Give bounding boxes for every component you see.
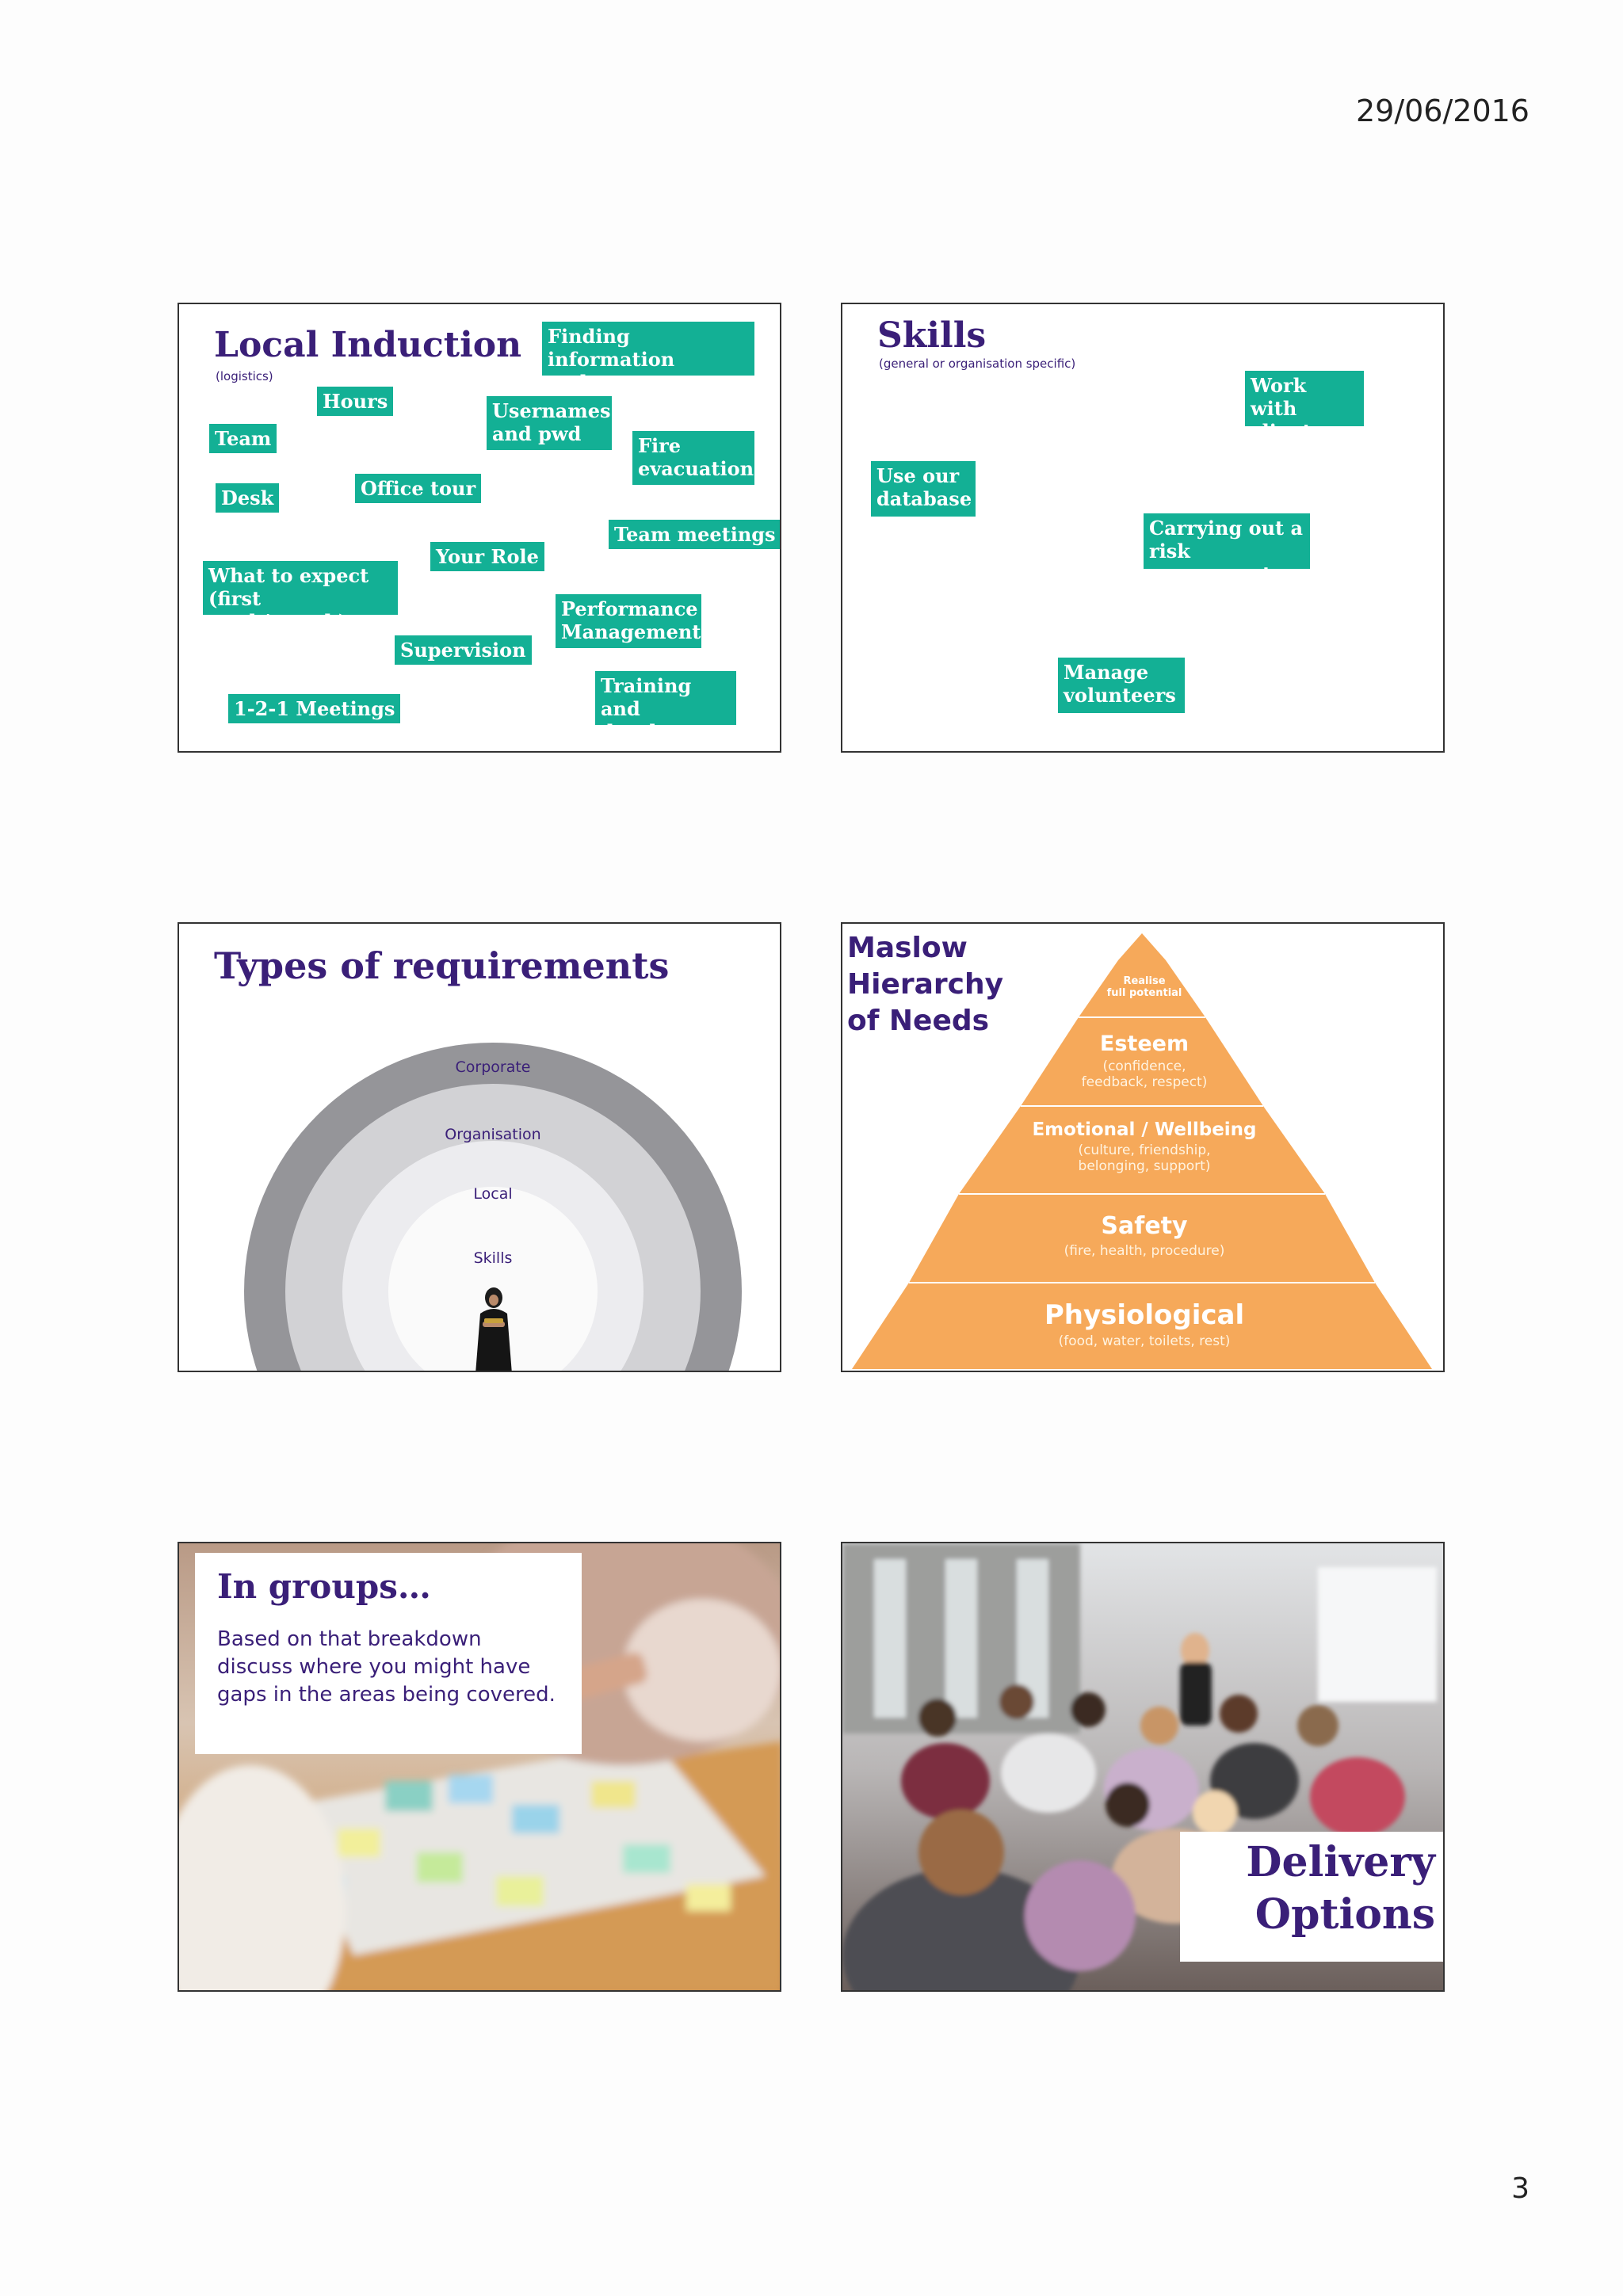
slide-local-induction: Local Induction (logistics) Finding info… [178,303,781,753]
pyramid-level-esteem [1021,1017,1263,1106]
label-organisation: Organisation [445,1126,541,1143]
pyramid-level-realise [1079,960,1205,1017]
tag-supervision: Supervision [395,635,532,665]
slide-delivery-options: Delivery Options [841,1542,1445,1992]
slide-types-of-requirements: Types of requirements Corporate Organisa… [178,922,781,1372]
slide-maslow: Maslow Hierarchy of Needs Realise full p… [841,922,1445,1372]
tag-team-meetings: Team meetings [609,520,780,549]
page-number: 3 [1511,2172,1529,2205]
slide-in-groups: In groups… Based on that breakdown discu… [178,1542,781,1992]
level-detail-emotional: (culture, friendship, belonging, support… [1078,1142,1211,1174]
slide-subtitle: (logistics) [216,369,273,383]
slide-body: Based on that breakdown discuss where yo… [217,1627,556,1707]
tag-your-role: Your Role [430,542,544,571]
tag-fire-evacuation: Fire evacuation [632,431,754,485]
level-label-safety: Safety [1101,1212,1188,1240]
slide-title: Skills [877,315,987,356]
label-local: Local [473,1185,513,1203]
pyramid-apex-tip [1118,933,1166,960]
level-detail-physiological: (food, water, toilets, rest) [1058,1333,1231,1349]
person-figure [475,1287,512,1371]
tag-office-tour: Office tour [355,474,482,503]
level-label-physiological: Physiological [1044,1299,1245,1331]
pyramid-level-safety [909,1194,1375,1283]
tag-hours: Hours [317,387,394,416]
tag-risk-assessment: Carrying out a risk assessment [1144,513,1310,585]
tag-use-database: Use our database [871,461,976,517]
tag-usernames: Usernames and pwd [487,396,612,450]
level-label-esteem: Esteem [1099,1032,1190,1056]
level-label-realise: Realise full potential [1106,975,1182,999]
text-panel [195,1553,582,1754]
title-panel [1180,1832,1443,1962]
tag-manage-volunteers: Manage volunteers [1058,658,1185,713]
tag-what-to-expect: What to expect (first week/month) [203,561,398,633]
tag-work-with-clients: Work with clients [1245,371,1364,443]
label-skills: Skills [473,1249,513,1267]
slide-title: In groups… [217,1567,431,1606]
tag-performance-management: Performance Management [556,594,701,648]
pyramid-level-emotional [959,1106,1325,1194]
tag-desk: Desk [216,483,280,513]
slide-skills: Skills (general or organisation specific… [841,303,1445,753]
slide-title: Local Induction [214,325,522,365]
tag-1-2-1-meetings: 1-2-1 Meetings [228,694,401,723]
label-corporate: Corporate [455,1058,531,1076]
tag-training-development: Training and development [595,671,737,743]
page-date: 29/06/2016 [1355,93,1529,128]
slide-subtitle: (general or organisation specific) [879,357,1076,371]
tag-finding-information: Finding information and support [542,322,754,394]
slide-title: Types of requirements [214,944,670,987]
tag-team: Team [209,424,277,453]
level-detail-esteem: (confidence, feedback, respect) [1081,1058,1208,1090]
pyramid-chart [852,933,1432,1369]
level-label-emotional: Emotional / Wellbeing [1032,1119,1257,1140]
slide-title: Maslow Hierarchy of Needs [847,932,1004,1037]
slide-title: Delivery Options [1246,1838,1435,1939]
level-detail-safety: (fire, health, procedure) [1064,1243,1225,1259]
pyramid-level-physiological [852,1283,1432,1369]
